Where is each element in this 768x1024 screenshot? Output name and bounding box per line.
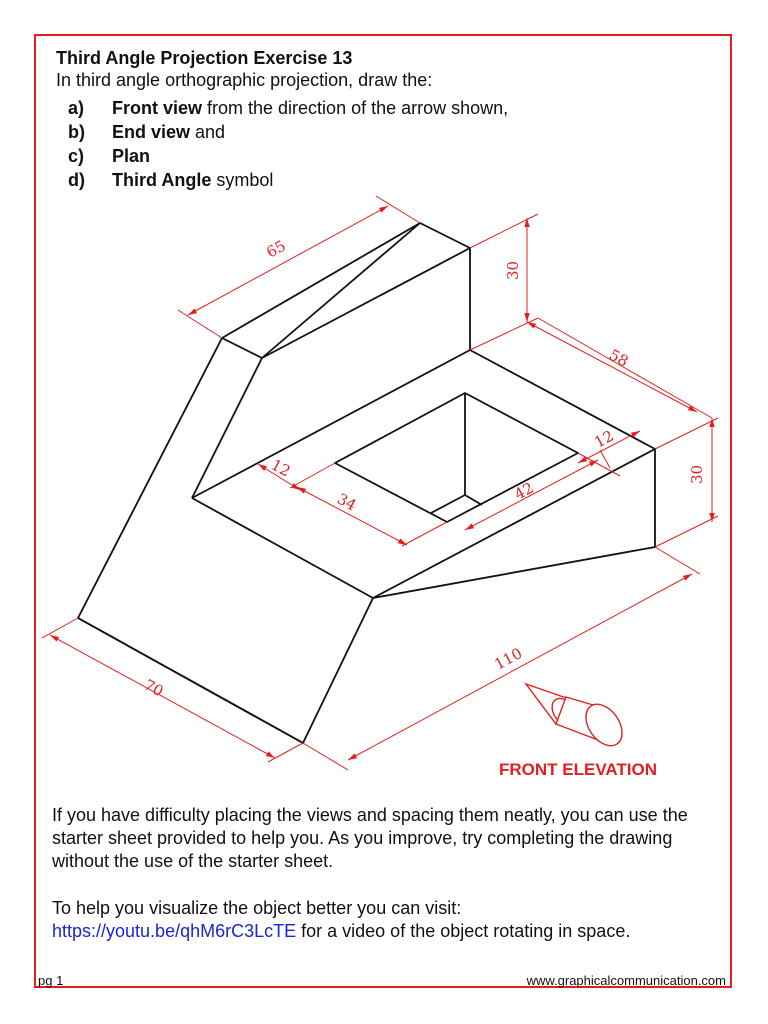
isometric-drawing: 65 30 58 30 12 34 42 12 70 110 FRONT ELE… [41,195,719,779]
page-number: pg 1 [38,973,64,988]
task-bold: Front view [112,98,203,118]
front-elevation-label: FRONT ELEVATION [499,760,657,779]
task-item: c) Plan [68,144,508,168]
exercise-title: Third Angle Projection Exercise 13 [56,48,353,68]
task-rest: and [190,122,226,142]
guidance-paragraph: If you have difficulty placing the views… [52,805,688,871]
intro-text: In third angle orthographic projection, … [56,70,433,90]
dim-side-depth: 58 [606,346,631,371]
dimension-labels: 65 30 58 30 12 34 42 12 70 110 [141,237,706,701]
task-key: a) [68,98,85,118]
viewing-direction-arrow-icon [524,682,623,747]
dim-hole-width: 34 [334,490,359,515]
task-key: d) [68,170,85,190]
website-url: www.graphicalcommunication.com [526,973,726,988]
dim-hole-offset-right: 12 [591,427,616,452]
dim-front-height: 30 [688,465,706,484]
task-bold: Third Angle [112,170,212,190]
dim-hole-offset-left: 12 [268,456,293,481]
object-outline [77,222,656,744]
task-list: a) Front view from the direction of the … [68,96,508,192]
page-border [34,34,732,988]
dimension-lines [41,195,719,771]
task-bold: Plan [112,146,151,166]
task-key: c) [68,146,85,166]
task-bold: End view [112,122,191,142]
dim-hole-length: 42 [511,479,536,504]
task-rest: from the direction of the arrow shown, [202,98,509,118]
dim-back-height: 30 [504,261,522,280]
video-text-suffix: for a video of the object rotating in sp… [296,921,631,941]
video-text-prefix: To help you visualize the object better … [52,898,462,918]
task-item: a) Front view from the direction of the … [68,96,508,120]
video-link[interactable]: https://youtu.be/qhM6rC3LcTE [52,921,297,941]
task-item: d) Third Angle symbol [68,168,508,192]
task-key: b) [68,122,85,142]
dim-top-length: 65 [263,237,288,262]
video-paragraph: To help you visualize the object better … [52,897,702,943]
dim-base-length: 110 [491,644,525,673]
task-item: b) End view and [68,120,508,144]
task-rest: symbol [211,170,274,190]
